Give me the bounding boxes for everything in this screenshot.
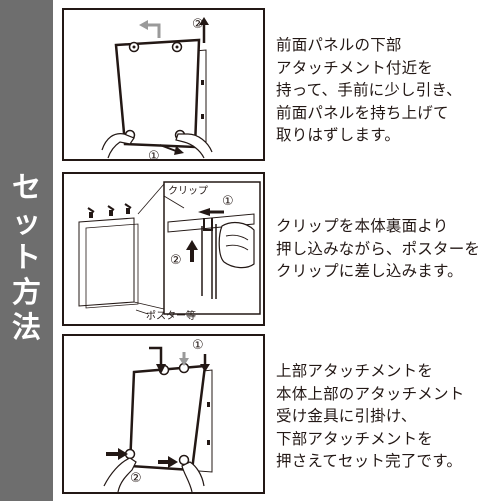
step-2-line: 押し込みながら、ポスターを <box>276 239 481 258</box>
sidebar-title: セ ッ ト 方 法 <box>0 170 53 345</box>
step-1-instructions: 前面パネルの下部アタッチメント付近を持って、手前に少し引き、前面パネルを持ち上げ… <box>276 34 462 147</box>
step-1-illustration: ② ① <box>62 8 265 161</box>
step-1-line: 持って、手前に少し引き、 <box>276 81 462 99</box>
sidebar: セ ッ ト 方 法 <box>0 0 53 501</box>
step-1-line: 前面パネルの下部 <box>276 36 402 54</box>
step-2-marker-2: ② <box>170 253 182 268</box>
clip-drawing: クリップ ポスター等 ① ② <box>78 181 261 322</box>
sidebar-title-char: セ <box>11 170 41 204</box>
step-2-line: クリップに差し込みます。 <box>276 262 463 280</box>
sidebar-title-char: ッ <box>11 205 41 239</box>
step-2-instructions: クリップを本体裏面より押し込みながら、ポスターをクリップに差し込みます。 <box>276 215 480 283</box>
step-2-marker-1: ① <box>222 194 234 209</box>
poster-label: ポスター等 <box>146 309 196 322</box>
step-3-line: 下部アタッチメントを <box>276 429 434 448</box>
step-3-line: 受け金具に引掛け、 <box>276 407 417 425</box>
step-1-marker-1: ① <box>148 149 160 159</box>
step-3-marker-2: ② <box>130 471 142 486</box>
sidebar-title-char: 法 <box>11 310 41 344</box>
step-1-line: アタッチメント付近を <box>276 58 434 77</box>
step-3-illustration: ① ② <box>62 334 265 494</box>
step-3-marker-1: ① <box>192 338 204 353</box>
clip-label: クリップ <box>168 185 208 197</box>
step-2-illustration: クリップ ポスター等 ① ② <box>62 172 265 326</box>
sidebar-title-char: ト <box>11 240 41 274</box>
step-1-line: 前面パネルを持ち上げて <box>276 103 449 122</box>
step-1-line: 取りはずします。 <box>276 126 401 144</box>
step-3-line: 押さえてセット完了です。 <box>276 452 463 470</box>
mounting-drawing: ① ② <box>103 338 213 492</box>
step-3-line: 上部アタッチメントを <box>276 362 434 380</box>
step-3-instructions: 上部アタッチメントを本体上部のアタッチメント受け金具に引掛け、下部アタッチメント… <box>276 360 464 473</box>
step-1-marker-2: ② <box>192 17 204 32</box>
step-2-line: クリップを本体裏面より <box>276 217 449 235</box>
step-3-line: 本体上部のアタッチメント <box>276 384 465 403</box>
removal-drawing: ② ① <box>101 17 213 159</box>
sidebar-title-char: 方 <box>11 275 41 309</box>
